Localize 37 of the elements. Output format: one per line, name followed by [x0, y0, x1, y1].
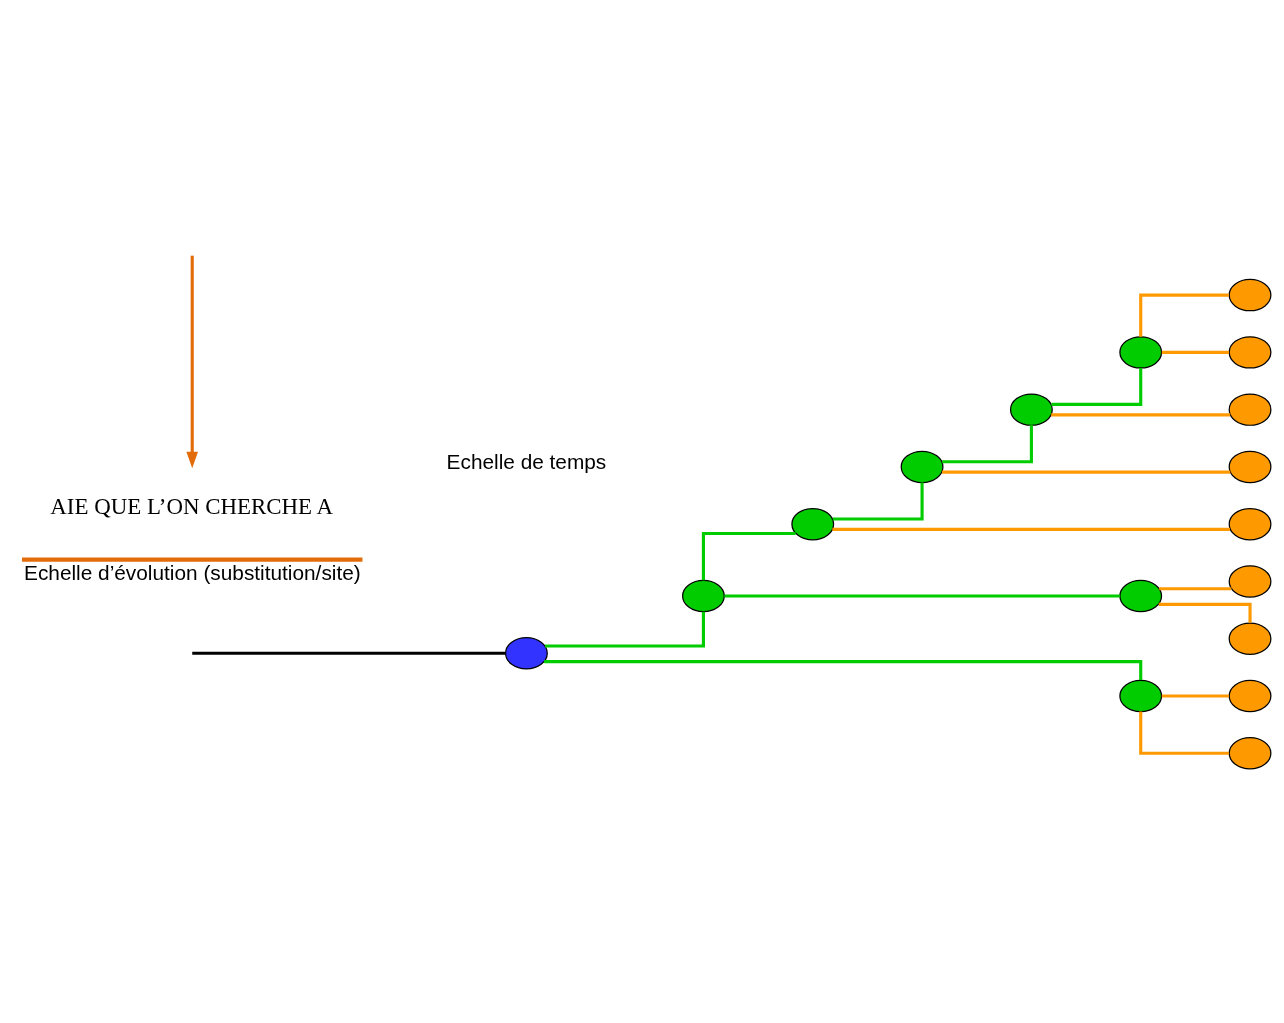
- connector: [1159, 586, 1232, 590]
- node-ellipse: [1228, 564, 1272, 598]
- node-ellipse: [1228, 335, 1272, 369]
- connector: [724, 593, 1120, 598]
- connector: [832, 482, 924, 520]
- connector: [1139, 711, 1229, 755]
- node-ellipse: [1228, 679, 1272, 712]
- connector: [1051, 367, 1143, 406]
- connector: [1051, 412, 1231, 416]
- node-ellipse: [682, 579, 725, 612]
- node-ellipse: [505, 636, 548, 669]
- connector: [942, 470, 1231, 474]
- node-ellipse: [791, 507, 835, 540]
- node-ellipse: [1228, 392, 1272, 426]
- connector: [544, 659, 1143, 680]
- node-ellipse: [1228, 736, 1272, 769]
- label: Echelle de temps: [446, 449, 607, 473]
- connector: [701, 531, 796, 580]
- node-ellipse: [1119, 579, 1163, 612]
- node-ellipse: [1228, 278, 1272, 311]
- connector: [1158, 602, 1252, 623]
- node-ellipse: [1119, 679, 1163, 712]
- connector: [545, 611, 705, 648]
- node-ellipse: [1119, 335, 1163, 369]
- connector: [1161, 350, 1230, 354]
- node-ellipse: [900, 450, 944, 483]
- label: AIE QUE L’ON CHERCHE A: [50, 493, 334, 519]
- connector: [832, 527, 1230, 531]
- connector: [192, 651, 506, 655]
- legend-label: Echelle d’évolution (substitution/site): [24, 560, 361, 584]
- connector: [1139, 293, 1229, 337]
- node-ellipse: [1228, 621, 1272, 655]
- node-ellipse: [1009, 392, 1053, 426]
- node-ellipse: [1228, 450, 1272, 483]
- node-ellipse: [1228, 507, 1272, 540]
- connector: [1161, 693, 1230, 697]
- connector: [942, 424, 1033, 463]
